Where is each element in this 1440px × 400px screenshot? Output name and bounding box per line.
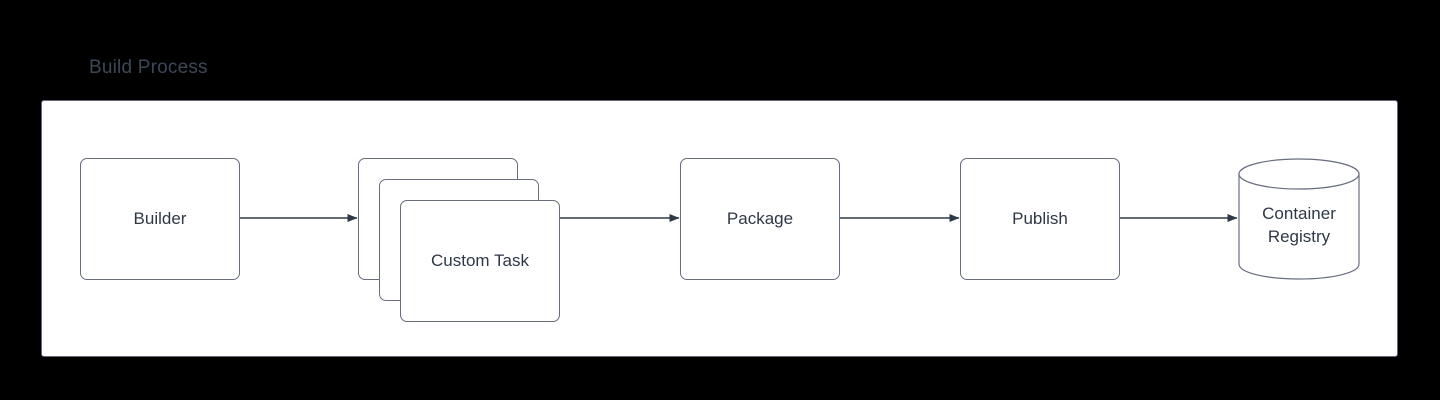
node-builder[interactable]: Builder [80, 158, 240, 280]
cylinder-icon [1238, 158, 1360, 280]
group-title: Build Process [89, 57, 208, 78]
node-custom-task[interactable]: Custom Task [400, 200, 560, 322]
node-container-registry-label-line1: Container [1262, 204, 1336, 223]
node-container-registry[interactable]: Container Registry [1238, 158, 1360, 280]
node-builder-label: Builder [133, 209, 187, 228]
node-package[interactable]: Package [680, 158, 840, 280]
node-container-registry-label: Container Registry [1238, 158, 1360, 280]
node-container-registry-label-line2: Registry [1267, 227, 1331, 246]
node-publish[interactable]: Publish [960, 158, 1120, 280]
node-publish-label: Publish [1012, 209, 1068, 228]
node-package-label: Package [726, 209, 794, 228]
node-custom-task-label: Custom Task [431, 251, 529, 270]
